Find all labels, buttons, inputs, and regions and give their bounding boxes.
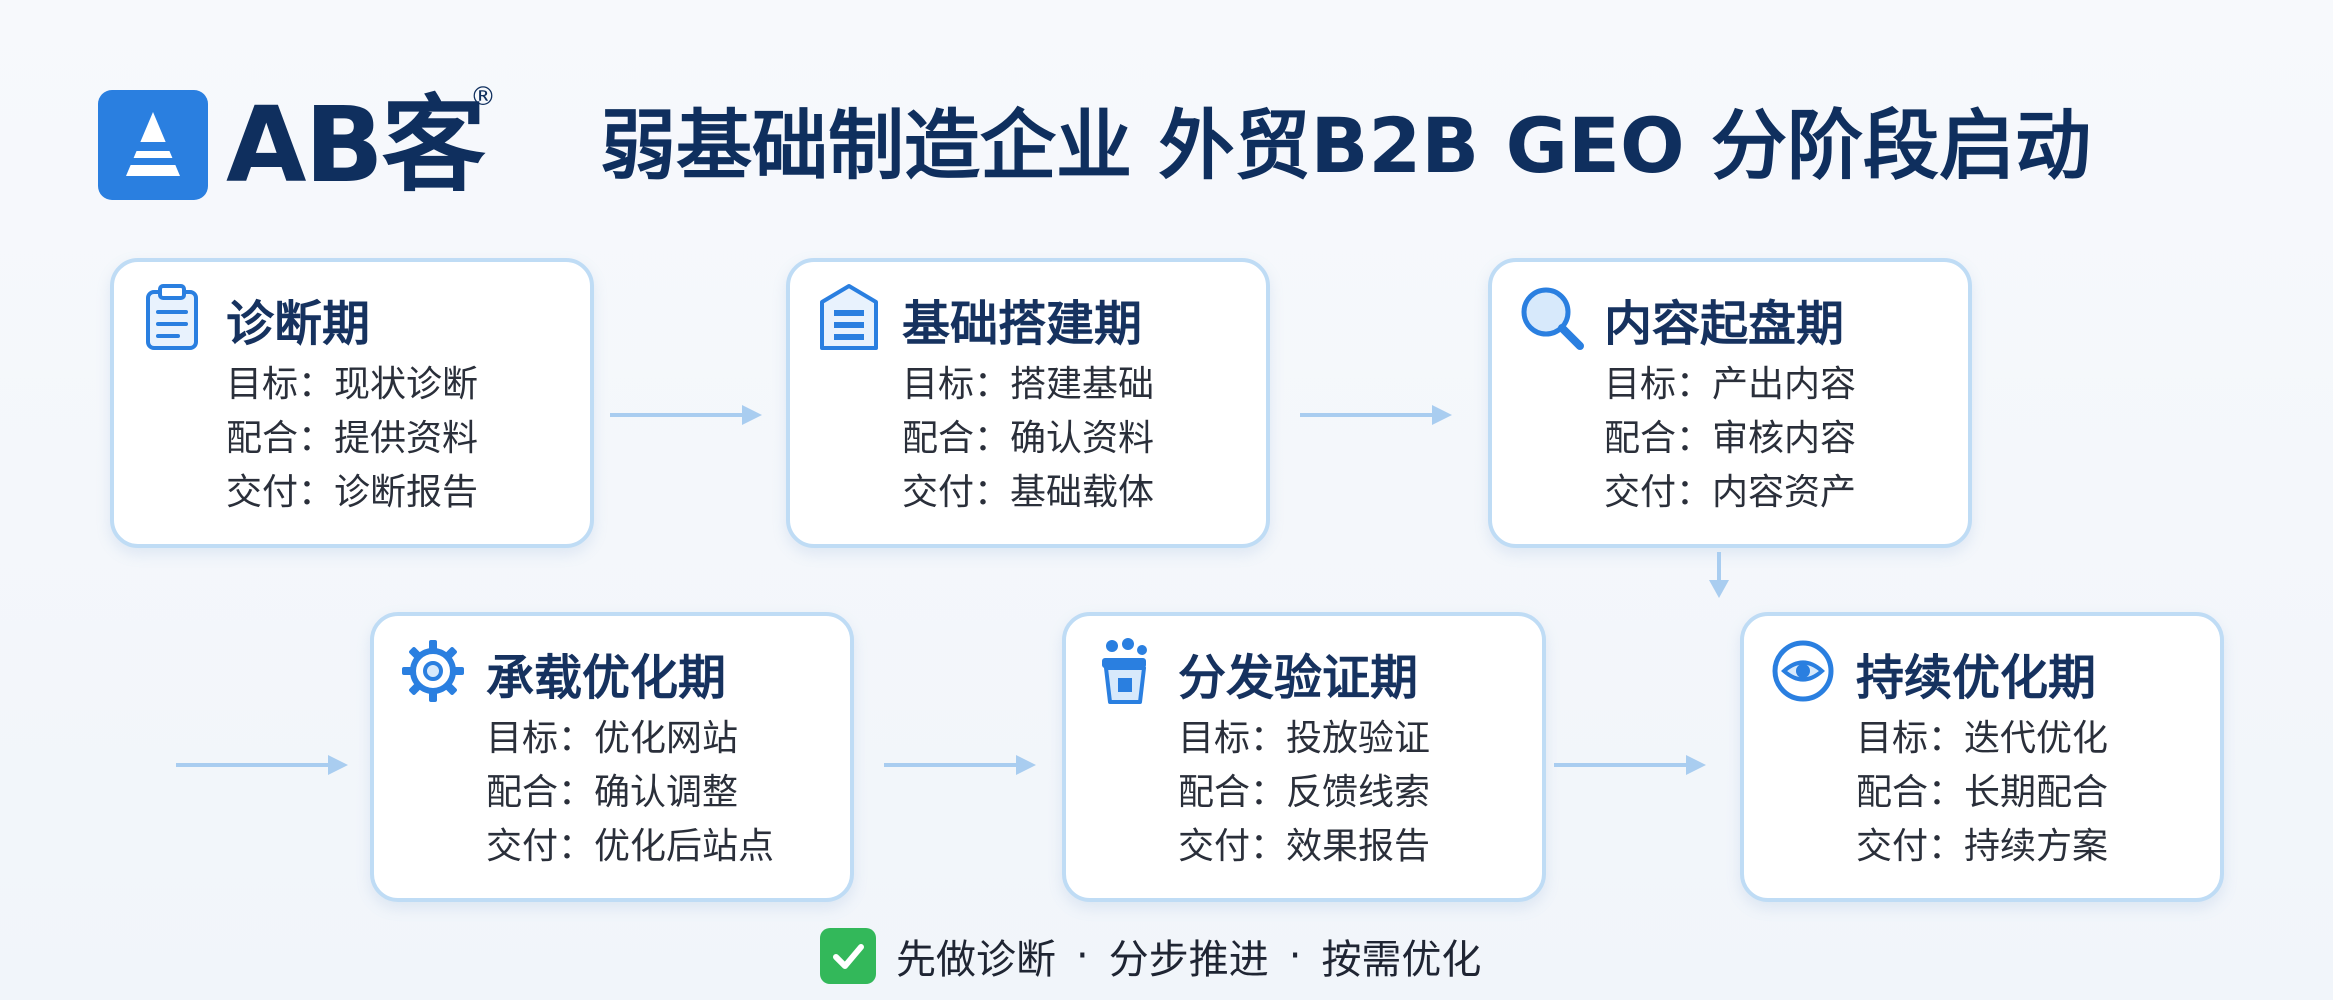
stage-goal: 目标：投放验证 [1178, 718, 1431, 759]
footer-separator: · [1076, 933, 1089, 979]
stage-goal: 目标：优化网站 [486, 718, 739, 759]
footer-item: 分步推进 [1108, 937, 1269, 983]
stage-goal: 目标：迭代优化 [1856, 718, 2109, 759]
arrow-right-icon [884, 755, 1036, 775]
eye-icon [1766, 634, 1840, 708]
footer-item: 先做诊断 [896, 937, 1056, 983]
stage-title: 承载优化期 [486, 650, 727, 706]
stage-title: 内容起盘期 [1604, 296, 1845, 352]
stage-cooperation: 配合：提供资料 [226, 418, 479, 459]
stage-card-continuous: 持续优化期 目标：迭代优化 配合：长期配合 交付：持续方案 [1740, 612, 2224, 902]
footer-separator: · [1288, 933, 1302, 979]
stage-cooperation: 配合：确认调整 [486, 772, 739, 813]
gear-icon [396, 634, 470, 708]
page-title: 弱基础制造企业 外贸B2B GEO 分阶段启动 [600, 101, 2092, 190]
stage-cooperation: 配合：审核内容 [1604, 418, 1857, 459]
building-icon [812, 280, 886, 354]
stage-deliverable: 交付：基础载体 [902, 472, 1155, 513]
stage-goal: 目标：产出内容 [1604, 364, 1857, 405]
distribution-icon [1088, 634, 1162, 708]
stage-goal: 目标：现状诊断 [226, 364, 479, 405]
footer-summary: 先做诊断 · 分步推进 · 按需优化 [820, 926, 1481, 986]
stage-title: 基础搭建期 [902, 296, 1143, 352]
arrow-right-icon [1300, 405, 1452, 425]
clipboard-icon [136, 280, 210, 354]
stage-card-foundation: 基础搭建期 目标：搭建基础 配合：确认资料 交付：基础载体 [786, 258, 1270, 548]
stage-deliverable: 交付：内容资产 [1604, 472, 1857, 513]
arrow-right-icon [1554, 755, 1706, 775]
stage-deliverable: 交付：诊断报告 [226, 472, 479, 513]
magnifier-icon [1514, 280, 1588, 354]
arrow-right-icon [176, 755, 348, 775]
stage-title: 分发验证期 [1178, 650, 1419, 706]
stage-cooperation: 配合：反馈线索 [1178, 772, 1431, 813]
stage-cooperation: 配合：长期配合 [1856, 772, 2109, 813]
stage-goal: 目标：搭建基础 [902, 364, 1155, 405]
brand-name: AB客 [226, 84, 486, 206]
stage-cooperation: 配合：确认资料 [902, 418, 1155, 459]
stage-deliverable: 交付：效果报告 [1178, 826, 1431, 867]
logo-mark-icon [98, 90, 208, 200]
stage-card-diagnosis: 诊断期 目标：现状诊断 配合：提供资料 交付：诊断报告 [110, 258, 594, 548]
stage-deliverable: 交付：持续方案 [1856, 826, 2109, 867]
registered-mark: ® [470, 82, 496, 112]
stage-title: 诊断期 [226, 296, 371, 352]
stage-deliverable: 交付：优化后站点 [486, 826, 775, 867]
arrow-down-icon [1709, 552, 1729, 598]
footer-item: 按需优化 [1321, 937, 1482, 983]
stage-card-content: 内容起盘期 目标：产出内容 配合：审核内容 交付：内容资产 [1488, 258, 1972, 548]
stage-title: 持续优化期 [1856, 650, 2097, 706]
arrow-right-icon [610, 405, 762, 425]
check-icon [820, 928, 876, 984]
stage-card-distribution: 分发验证期 目标：投放验证 配合：反馈线索 交付：效果报告 [1062, 612, 1546, 902]
stage-card-hosting: 承载优化期 目标：优化网站 配合：确认调整 交付：优化后站点 [370, 612, 854, 902]
